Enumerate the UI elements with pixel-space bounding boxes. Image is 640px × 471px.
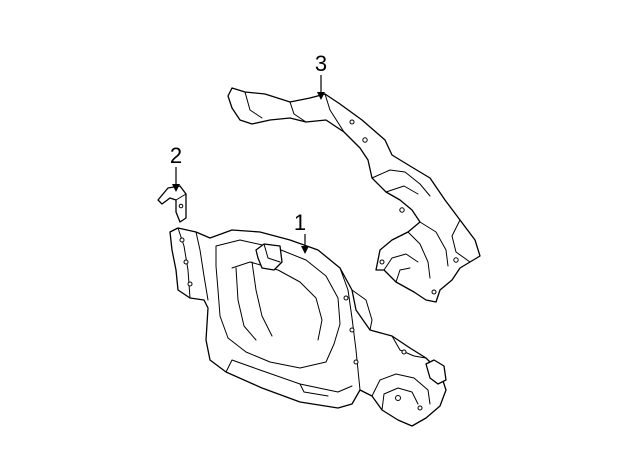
part-2-bracket xyxy=(157,185,187,223)
callout-1: 1 xyxy=(294,210,309,254)
callout-3-label: 3 xyxy=(315,51,327,76)
part-1-radiator-support xyxy=(169,227,447,427)
part-3-upper-support xyxy=(227,87,481,303)
callout-3: 3 xyxy=(315,51,327,100)
callout-2-label: 2 xyxy=(170,143,182,168)
callout-1-label: 1 xyxy=(294,210,306,235)
callout-2: 2 xyxy=(170,143,182,192)
